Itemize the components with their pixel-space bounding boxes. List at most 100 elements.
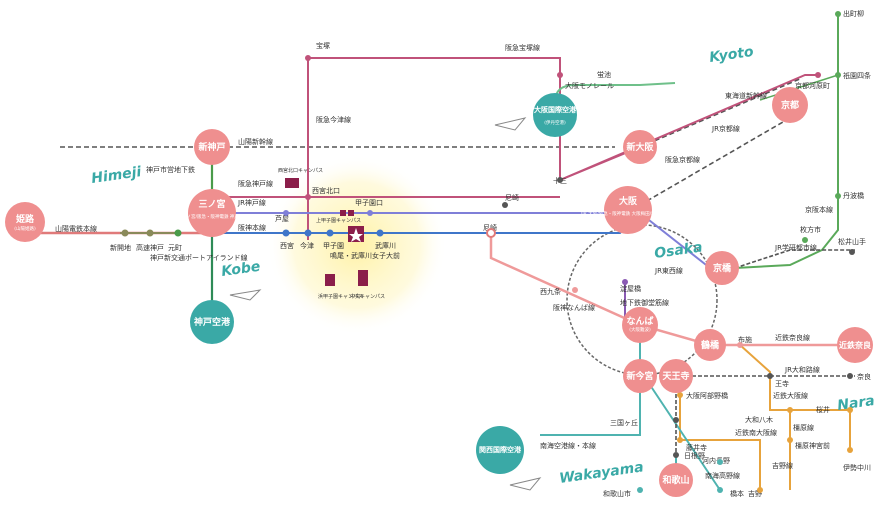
st-motomachi: 元町	[168, 244, 182, 252]
st-hotarugaike: 蛍池	[597, 70, 611, 79]
campus-glow	[267, 155, 447, 335]
label-jr-gakkentoshi: JR学研都市線	[774, 243, 817, 252]
st-imazu: 今津	[300, 241, 314, 250]
hub-sannomiya[interactable]: 三ノ宮 (JR 三ノ宮/阪急・阪神電鉄 神戸三宮)	[174, 189, 250, 237]
st-demachiyanagi: 出町柳	[843, 9, 864, 18]
region-osaka: Osaka	[653, 239, 703, 262]
svg-text:(JR 大阪/阪急・阪神電鉄 大阪梅田/地下鉄梅田): (JR 大阪/阪急・阪神電鉄 大阪梅田/地下鉄梅田)	[581, 210, 676, 217]
svg-text:京橋: 京橋	[713, 262, 732, 274]
st-yamato-yagi: 大和八木	[745, 415, 773, 424]
st-hineno: 日根野	[684, 451, 705, 460]
st-keishin-kyoto: 京都河原町	[795, 81, 830, 90]
svg-text:新大阪: 新大阪	[626, 141, 654, 153]
hub-shinosaka[interactable]: 新大阪	[623, 130, 657, 164]
st-kosoku-kobe: 高速神戸	[136, 243, 164, 252]
st-takarazuka: 宝塚	[316, 41, 330, 50]
hub-tennoji[interactable]: 天王寺	[659, 359, 693, 393]
label-jr-tozai: JR東西線	[654, 266, 683, 275]
label-kobe-subway: 神戸市営地下鉄	[146, 165, 195, 174]
label-jr-yamatoji: JR大和路線	[784, 365, 820, 374]
hub-shinimamiya[interactable]: 新今宮	[623, 359, 657, 393]
st-tambabashi: 丹波橋	[843, 191, 864, 200]
hub-kintetsu-nara[interactable]: 近鉄奈良	[837, 327, 873, 363]
st-koshien: 甲子園	[323, 242, 344, 250]
hub-kansai-airport[interactable]: 関西国際空港	[476, 426, 524, 474]
label-kintetsu-minami: 近鉄南大阪線	[735, 428, 777, 437]
svg-text:京都: 京都	[781, 99, 799, 111]
hub-osaka[interactable]: 大阪 (JR 大阪/阪急・阪神電鉄 大阪梅田/地下鉄梅田)	[581, 186, 676, 234]
svg-text:三ノ宮: 三ノ宮	[198, 198, 225, 210]
st-gion-shijo: 祇園四条	[843, 71, 871, 80]
label-hankyu-kobe: 阪急神戸線	[238, 179, 273, 188]
svg-text:大阪国際空港: 大阪国際空港	[534, 105, 577, 114]
st-hashimoto: 橋本	[730, 489, 744, 498]
svg-text:大阪: 大阪	[619, 195, 638, 207]
svg-text:神戸空港: 神戸空港	[194, 316, 231, 328]
st-matsuiyamate: 松井山手	[838, 237, 866, 246]
hub-itami-airport[interactable]: 大阪国際空港 (伊丹空港)	[533, 93, 577, 137]
hub-kyoto[interactable]: 京都	[772, 87, 808, 123]
svg-text:鶴橋: 鶴橋	[701, 339, 720, 351]
label-osaka-monorail: 大阪モノレール	[565, 81, 614, 90]
svg-text:(大阪難波): (大阪難波)	[629, 326, 651, 333]
svg-text:新神戸: 新神戸	[198, 141, 225, 153]
svg-text:和歌山: 和歌山	[661, 474, 689, 486]
svg-text:(JR 三ノ宮/阪急・阪神電鉄 神戸三宮): (JR 三ノ宮/阪急・阪神電鉄 神戸三宮)	[174, 213, 250, 220]
region-himeji: Himeji	[90, 164, 142, 187]
label-kintetsu-nara: 近鉄奈良線	[775, 333, 810, 342]
svg-text:関西国際空港: 関西国際空港	[479, 445, 522, 454]
region-kobe: Kobe	[220, 259, 261, 280]
hub-shinkobe[interactable]: 新神戸	[194, 129, 230, 165]
hub-wakayama[interactable]: 和歌山	[659, 463, 693, 497]
hub-kobe-airport[interactable]: 神戸空港	[190, 300, 234, 344]
label-jr-kyoto: JR京都線	[711, 124, 740, 133]
label-kashihara: 橿原線	[793, 423, 814, 432]
st-ojima: 王寺	[775, 380, 789, 388]
campus-star-marker[interactable]	[348, 226, 364, 242]
st-ashiya: 芦屋	[275, 214, 289, 223]
label-jr-kobe: JR神戸線	[237, 198, 266, 207]
keihan-line	[734, 15, 839, 269]
svg-text:新今宮: 新今宮	[626, 370, 653, 382]
label-hanshin: 阪神本線	[238, 223, 266, 232]
st-yoshino: 吉野	[748, 490, 762, 498]
st-nishinomiya-kitaguchi: 西宮北口	[312, 186, 340, 195]
st-fujiidera: 藤井寺	[686, 443, 707, 452]
kintetsu-osaka-line	[739, 344, 851, 450]
hub-tsuruhashi[interactable]: 鶴橋	[694, 329, 726, 361]
airplane-icon	[229, 117, 542, 491]
st-kashihara-jingu: 橿原神宮前	[795, 441, 830, 450]
label-yoshino: 吉野線	[772, 461, 793, 470]
st-mukogawa: 武庫川	[375, 241, 396, 250]
st-nishinomiya: 西宮	[280, 241, 294, 250]
st-sakurai: 桜井	[816, 405, 830, 414]
campus-center-label: 鳴尾・武庫川女子大前	[330, 251, 400, 260]
st-koshien-guchi: 甲子園口	[355, 199, 383, 207]
label-subway-midosuji: 地下鉄御堂筋線	[620, 298, 669, 307]
svg-text:近鉄奈良: 近鉄奈良	[839, 340, 871, 350]
label-keihan: 京阪本線	[805, 205, 833, 214]
label-hanshin-namba: 阪神なんば線	[553, 303, 595, 312]
svg-text:なんば: なんば	[626, 315, 653, 327]
st-wakayamashi: 和歌山市	[603, 489, 631, 498]
label-hankyu-kyoto: 阪急京都線	[665, 155, 700, 164]
st-hirakatashi: 枚方市	[800, 225, 821, 234]
kyoto-branch-line	[759, 74, 839, 101]
hub-namba[interactable]: なんば (大阪難波)	[622, 307, 658, 343]
st-nunose: 布施	[738, 335, 752, 344]
st-abeno: 大阪阿部野橋	[686, 391, 728, 400]
label-nankai-airport: 南海空港線・本線	[540, 441, 596, 450]
st-nara: 奈良	[857, 372, 871, 381]
campus-chuo: 中央キャンパス	[350, 293, 385, 300]
campus-nishinomiya-kitaguchi: 西宮北口キャンパス	[278, 167, 323, 174]
station-dots	[121, 11, 855, 493]
st-mikunigaoka: 三国ヶ丘	[610, 418, 638, 427]
hub-kyobashi[interactable]: 京橋	[705, 251, 739, 285]
st-amagasaki-jr: 尼崎	[505, 193, 519, 202]
label-hankyu-imazu: 阪急今津線	[316, 115, 351, 124]
hub-himeji[interactable]: 姫路 (山陽姫路)	[5, 202, 45, 242]
region-wakayama: Wakayama	[558, 459, 644, 487]
st-ise-nakagawa: 伊勢中川	[843, 463, 871, 472]
campus-hamakoshien: 浜甲子園キャンパス	[318, 293, 363, 300]
